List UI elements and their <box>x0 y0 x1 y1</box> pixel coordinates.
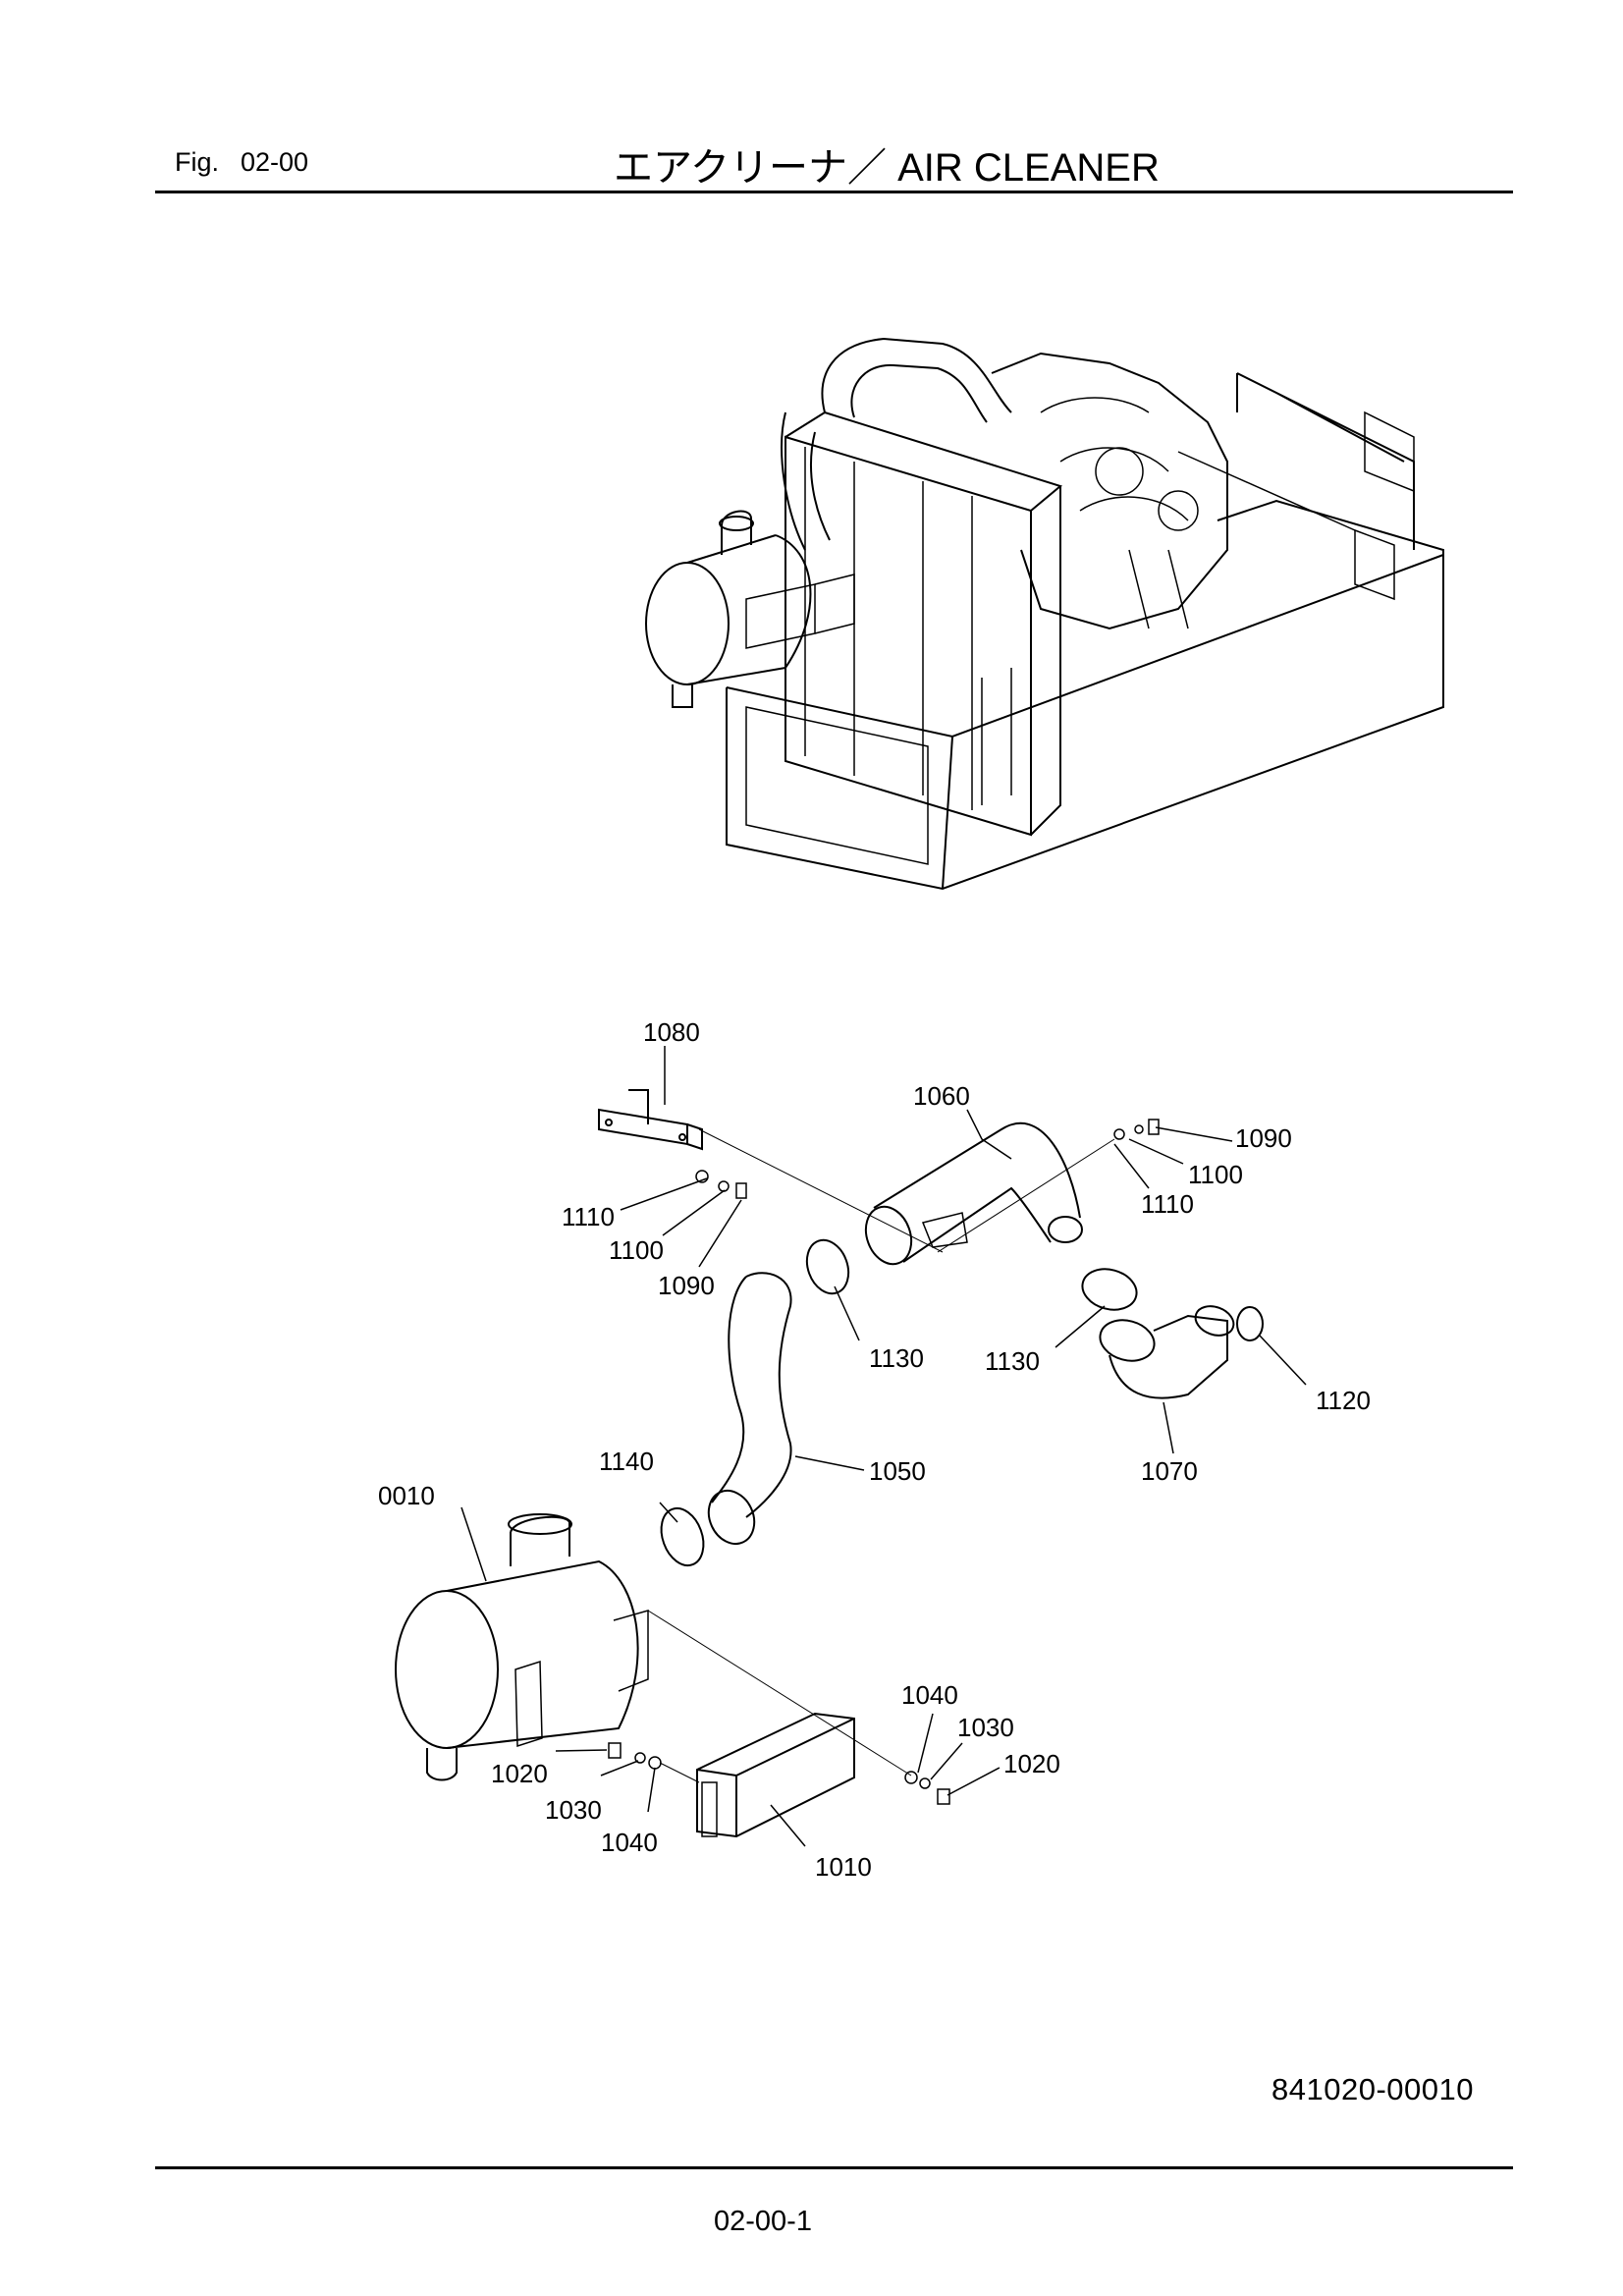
air-cleaner-part-0010 <box>395 1513 649 1781</box>
bracket-part-1080 <box>598 1089 703 1151</box>
callout-1040-right: 1040 <box>901 1680 958 1710</box>
clamp-part-1140 <box>660 1506 705 1567</box>
callout-1130-left: 1130 <box>869 1343 924 1373</box>
leader-lines <box>460 1046 1307 1847</box>
pipe-part-1060 <box>864 1121 1083 1266</box>
callout-1060: 1060 <box>913 1081 970 1111</box>
fig-prefix: Fig. <box>175 147 220 177</box>
callout-1010: 1010 <box>815 1852 872 1882</box>
hardware-small-parts <box>608 1119 1160 1805</box>
callout-1100-right: 1100 <box>1188 1160 1243 1189</box>
drawing-number: 841020-00010 <box>1271 2072 1474 2106</box>
callout-1090-left: 1090 <box>658 1271 715 1300</box>
figure-label: Fig. 02-00 <box>175 147 330 178</box>
callout-1140: 1140 <box>599 1447 654 1476</box>
callout-1030-left: 1030 <box>545 1795 602 1825</box>
page-title: エアクリーナ／ AIR CLEANER <box>614 146 1160 190</box>
callout-1110-left: 1110 <box>562 1202 615 1231</box>
callout-1030-right: 1030 <box>957 1713 1014 1742</box>
bracket-part-1010 <box>696 1712 855 1838</box>
clamp-part-1130-left <box>805 1238 850 1295</box>
callout-1080: 1080 <box>643 1017 700 1047</box>
elbow-part-1070 <box>1099 1305 1235 1399</box>
callout-1020-right: 1020 <box>1003 1749 1060 1778</box>
callout-1040-left: 1040 <box>601 1828 658 1857</box>
callout-1050: 1050 <box>869 1456 926 1486</box>
clamp-part-1120 <box>1236 1306 1264 1341</box>
page-number: 02-00-1 <box>714 2206 812 2237</box>
callout-1120: 1120 <box>1316 1386 1371 1415</box>
hose-part-1050 <box>707 1272 792 1546</box>
callout-1070: 1070 <box>1141 1456 1198 1486</box>
callout-0010: 0010 <box>378 1481 435 1510</box>
clamp-part-1130-right <box>1081 1268 1138 1311</box>
callout-1100-left: 1100 <box>609 1235 664 1265</box>
callout-labels: 1080 1060 1090 1100 1110 1110 1100 1090 … <box>378 1017 1371 1882</box>
callout-1090-right: 1090 <box>1235 1123 1292 1153</box>
fig-number: 02-00 <box>241 147 309 177</box>
callout-1020-left: 1020 <box>491 1759 548 1788</box>
machine-overview-illustration <box>645 337 1444 891</box>
callout-1110-right: 1110 <box>1141 1189 1194 1219</box>
footer-rule <box>155 2166 1513 2169</box>
callout-1130-right: 1130 <box>985 1346 1040 1376</box>
header-rule <box>155 191 1513 193</box>
